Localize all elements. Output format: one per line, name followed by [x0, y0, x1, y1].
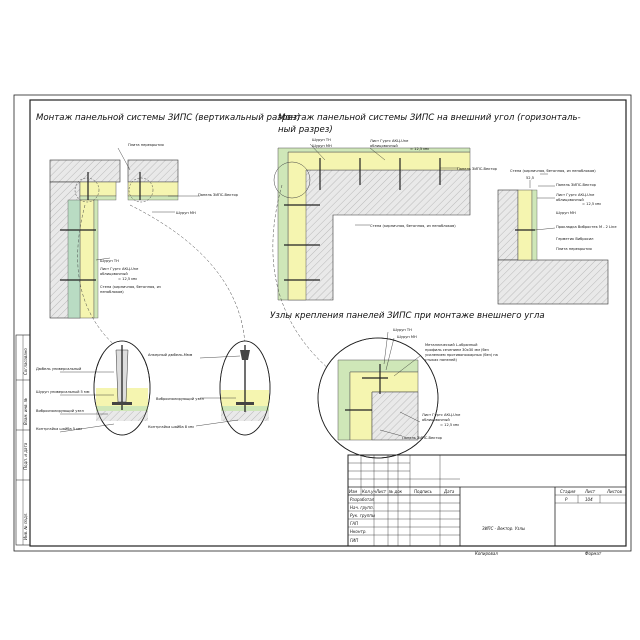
gkl-sheet-ceiling	[79, 195, 117, 201]
title-block-text: Изм Кол.уч Лист № док Подпись Дата Разра…	[349, 489, 623, 556]
tb-row-3: ГАП	[350, 521, 358, 526]
label-panel-zips-2: Панель ЗИПС-Вектор	[457, 167, 498, 171]
detail-vertical-section: Плита перекрытия Панель ЗИПС-Вектор Шуру…	[49, 143, 246, 351]
label-gkl-3c: = 12,5 мм	[582, 202, 601, 206]
title-nodes: Узлы крепления панелей ЗИПС при монтаже …	[270, 311, 545, 321]
label-gkl-4: Лист Гуртс АКЦ-Une	[422, 413, 461, 417]
tb-row-5: ГИП	[350, 538, 358, 543]
label-slab-2: Плита перекрытия	[556, 247, 592, 251]
side-stamp: Инв. № подл. Подп. и дата Взам. инв. № С…	[15, 334, 31, 546]
label-shurup-tn-4: Шуруп ТН	[393, 328, 412, 332]
floor-slab	[49, 159, 121, 183]
title-corner-section-2: ный разрез)	[278, 125, 333, 135]
node-detail-2: Анкерный дюбель-Ммм Виброизолирующий узе…	[148, 340, 271, 436]
label-gkl-2c: = 12,5 мм	[410, 147, 429, 151]
label-shurup-mn-2: Шуруп МН	[312, 144, 332, 148]
label-kontr-shaiba-2: Контргайка шайба 8 мм	[148, 425, 194, 429]
panel-zips	[67, 199, 81, 319]
label-shurup-mn-1: Шуруп МН	[176, 211, 196, 215]
tb-hdr-date: Дата	[443, 489, 455, 494]
label-gkl-2b: облицовочный	[370, 144, 398, 148]
label-gkl-4b: облицовочный	[422, 418, 450, 422]
tb-stage-val: Р	[565, 497, 568, 502]
label-ankern: Анкерный дюбель-Ммм	[148, 353, 193, 357]
label-gkl-3: Лист Гуртс АКЦ-Une	[556, 193, 595, 197]
label-gkl-1b: облицовочный	[100, 272, 128, 276]
label-slab: Плита перекрытия	[128, 143, 164, 147]
node-detail-3: Шуруп ТН Шуруп МН Металлический L-образн…	[317, 328, 498, 459]
tb-sheet-val: 104	[585, 497, 593, 502]
label-wall-2: Стена (кирпичная, бетонная, из пеноблоко…	[370, 224, 456, 228]
title-vertical-section: Монтаж панельной системы ЗИПС (вертикаль…	[36, 113, 300, 123]
tb-hdr-izm: Изм	[349, 489, 357, 494]
label-vibro-uzel-2: Виброизолирующий узел	[156, 397, 204, 401]
tb-row-4: Нконтр.	[350, 529, 367, 534]
label-wall-1: Стена (кирпичная, бетонная, из	[100, 285, 161, 289]
sheet-inner-frame	[29, 99, 627, 547]
label-dim-525: 52,5	[526, 176, 534, 180]
node-detail-1: Дюбель универсальный Шуруп универсальный…	[36, 340, 151, 436]
tb-sheets-hdr: Листов	[606, 489, 623, 494]
label-panel-zips-4: Панель ЗИПС-Вектор	[402, 436, 443, 440]
label-metal-1: Металлический L-образный	[425, 343, 478, 347]
label-shurup-univ: Шуруп универсальный 5 мм	[36, 390, 90, 394]
label-shurup-tn-2: Шуруп ТН	[312, 138, 331, 142]
tb-stage-hdr: Стадия	[560, 489, 576, 494]
tb-hdr-list: Лист	[375, 489, 387, 494]
label-shurup-tn-1: Шуруп ТН	[100, 259, 119, 263]
panel-ceiling	[79, 181, 117, 197]
tb-format: Формат	[585, 551, 602, 556]
label-shurup-mn-3: Шуруп МН	[556, 211, 576, 215]
label-gkl-2: Лист Гуртс АКЦ-Une	[370, 139, 409, 143]
side-stamp-sign: Подп. и дата	[23, 442, 28, 470]
title-corner-section-1: Монтаж панельной системы ЗИПС на внешний…	[278, 113, 581, 123]
sheet-outer-frame	[13, 94, 632, 552]
label-dyubel: Дюбель универсальный	[36, 367, 82, 371]
label-metal-4: стыках панелей)	[425, 358, 458, 362]
label-germetik: Герметик Вибросил	[556, 237, 593, 241]
label-gkl-3b: облицовочный	[556, 198, 584, 202]
title-block	[347, 454, 627, 547]
label-gkl-1c: = 12,5 мм	[118, 277, 137, 281]
label-wall-1b: пеноблоков)	[100, 290, 124, 294]
label-gkl-4c: = 12,5 мм	[440, 423, 459, 427]
label-shurup-mn-4: Шуруп МН	[397, 335, 417, 339]
floor-slab-right	[127, 159, 179, 183]
detail-corner-section: Шуруп ТН Шуруп МН Лист Гуртс АКЦ-Une обл…	[272, 138, 498, 371]
tb-hdr-kol: Кол.уч	[362, 489, 376, 494]
side-stamp-agreed: Согласовано	[23, 348, 28, 375]
label-metal-2: профиль сечением 30х30 мм (без	[425, 348, 489, 352]
label-prokladka: Прокладка Вибростек М - 2 Line	[556, 225, 617, 229]
label-wall-3: Стена (кирпичная, бетонная, из пеноблоко…	[510, 169, 596, 173]
label-vibro-uzel: Виброизолирующий узел	[36, 409, 84, 413]
tb-hdr-sign: Подпись	[414, 489, 433, 494]
label-panel-zips-1: Панель ЗИПС-Вектор	[198, 193, 239, 197]
detail-right-section: 52,5 Стена (кирпичная, бетонная, из пено…	[497, 169, 617, 305]
label-gkl-1: Лист Гуртс АКЦ-Une	[100, 267, 139, 271]
tb-hdr-doc: № док	[388, 489, 403, 494]
gkl-sheet-wall	[93, 199, 99, 319]
label-panel-zips-3: Панель ЗИПС-Вектор	[556, 183, 597, 187]
label-metal-3: усилением противопожарных (без) на	[425, 353, 498, 357]
tb-copied: Копировал	[475, 551, 498, 556]
tb-row-1: Нач. групп.	[350, 505, 374, 510]
tb-sheet-hdr: Лист	[584, 489, 596, 494]
side-stamp-vzam: Взам. инв. №	[23, 398, 28, 425]
corner-gkl-sheet	[277, 147, 471, 301]
gkl-sheet-ceiling-right	[127, 195, 179, 201]
tb-drawing-name: ЗИПС - Вектор. Узлы	[482, 526, 525, 531]
tb-row-2: Рук. группы	[350, 513, 375, 518]
label-kontr-shaiba-1: Контргайка шайба 5 мм	[36, 427, 82, 431]
side-stamp-inv: Инв. № подл.	[23, 512, 28, 540]
tb-row-0: Разработал	[350, 497, 375, 502]
